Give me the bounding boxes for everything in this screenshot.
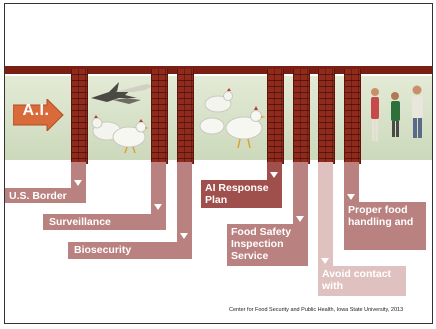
label-avoid-contact-with: Avoid contact with bbox=[318, 266, 406, 296]
brick-pillar bbox=[177, 69, 194, 164]
top-rail bbox=[5, 66, 432, 74]
chickens-illustration-left bbox=[91, 115, 149, 154]
flying-geese-illustration bbox=[91, 82, 153, 104]
label-biosecurity: Biosecurity bbox=[68, 242, 192, 259]
down-arrow-icon bbox=[74, 180, 82, 186]
ai-arrow-icon bbox=[13, 99, 64, 131]
down-arrow-icon bbox=[180, 233, 188, 239]
label-surveillance: Surveillance bbox=[43, 214, 166, 230]
credit-text: Center for Food Security and Public Heal… bbox=[229, 307, 404, 313]
label-us-border: U.S. Border bbox=[5, 188, 86, 203]
down-arrow-icon bbox=[321, 258, 329, 264]
down-arrow-icon bbox=[154, 204, 162, 210]
down-arrow-icon bbox=[270, 172, 278, 178]
brick-pillar bbox=[293, 69, 310, 164]
connector-stem bbox=[318, 162, 333, 266]
brick-pillar bbox=[318, 69, 335, 164]
brick-pillar bbox=[344, 69, 361, 164]
brick-pillar bbox=[71, 69, 88, 164]
connector-stem bbox=[177, 162, 192, 242]
down-arrow-icon bbox=[296, 216, 304, 222]
slide: A.I. bbox=[4, 3, 433, 324]
brick-pillar bbox=[267, 69, 284, 164]
connector-stem bbox=[344, 162, 359, 202]
chickens-illustration-right bbox=[199, 88, 266, 149]
connector-stem bbox=[151, 162, 166, 214]
down-arrow-icon bbox=[347, 194, 355, 200]
connector-stem bbox=[293, 162, 308, 224]
ai-label: A.I. bbox=[22, 102, 50, 119]
label-ai-response-plan: AI Response Plan bbox=[201, 180, 282, 208]
brick-pillar bbox=[151, 69, 168, 164]
label-proper-food-handling: Proper food handling and bbox=[344, 202, 426, 250]
people-illustration bbox=[371, 85, 423, 141]
label-food-safety-inspection-service: Food Safety Inspection Service bbox=[227, 224, 308, 266]
